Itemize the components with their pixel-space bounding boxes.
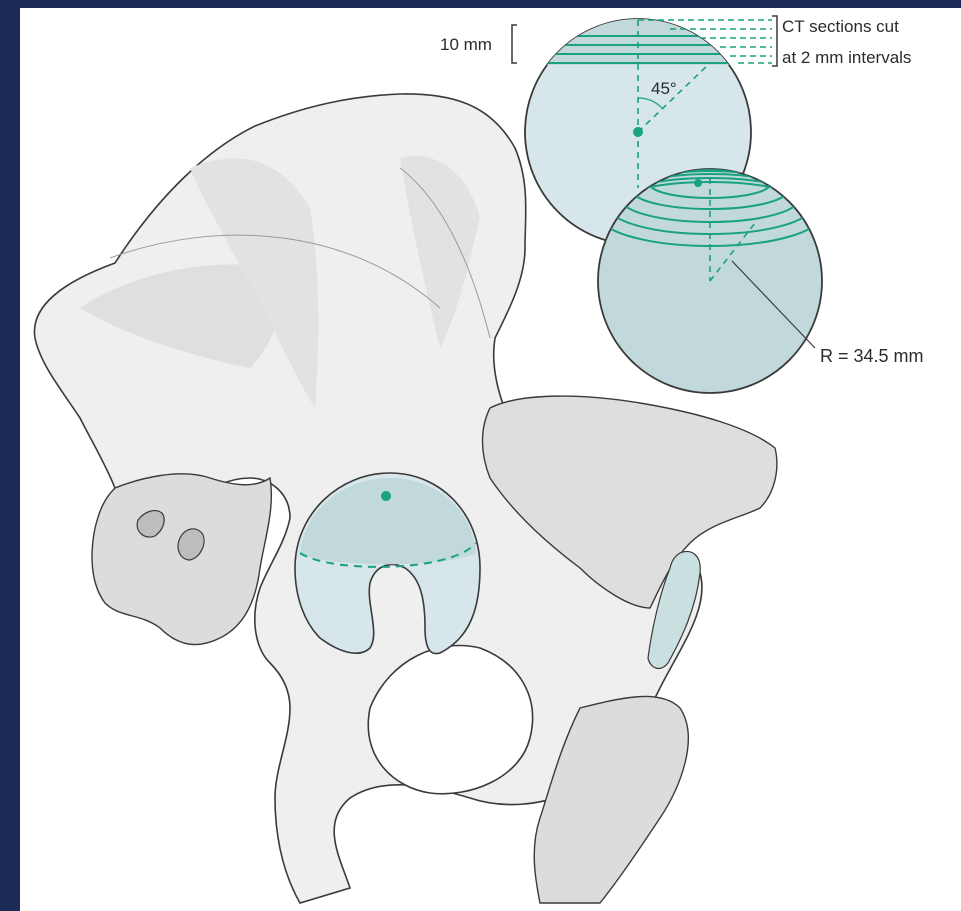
thickness-annotation: 10 mm [440, 25, 517, 63]
upper-center-dot [633, 127, 643, 137]
ct-annotation: CT sections cut at 2 mm intervals [772, 16, 911, 67]
sphere-lower: R = 34.5 mm [598, 169, 924, 393]
ct-label-line1: CT sections cut [782, 17, 899, 36]
radius-label: R = 34.5 mm [820, 346, 924, 366]
thickness-label: 10 mm [440, 35, 492, 54]
acetabulum-center-dot [381, 491, 391, 501]
posterior-ilium-block [92, 474, 271, 645]
ct-label-line2: at 2 mm intervals [782, 48, 911, 67]
angle-label: 45° [651, 79, 677, 98]
ct-bracket [772, 16, 777, 66]
thickness-bracket [512, 25, 517, 63]
upper-cap-sections [525, 19, 755, 65]
acetabulum-ct-diagram: 45° R = 34.5 mm [20, 8, 961, 911]
lower-top-dot [694, 179, 702, 187]
diagram-panel: 45° R = 34.5 mm [20, 8, 961, 911]
